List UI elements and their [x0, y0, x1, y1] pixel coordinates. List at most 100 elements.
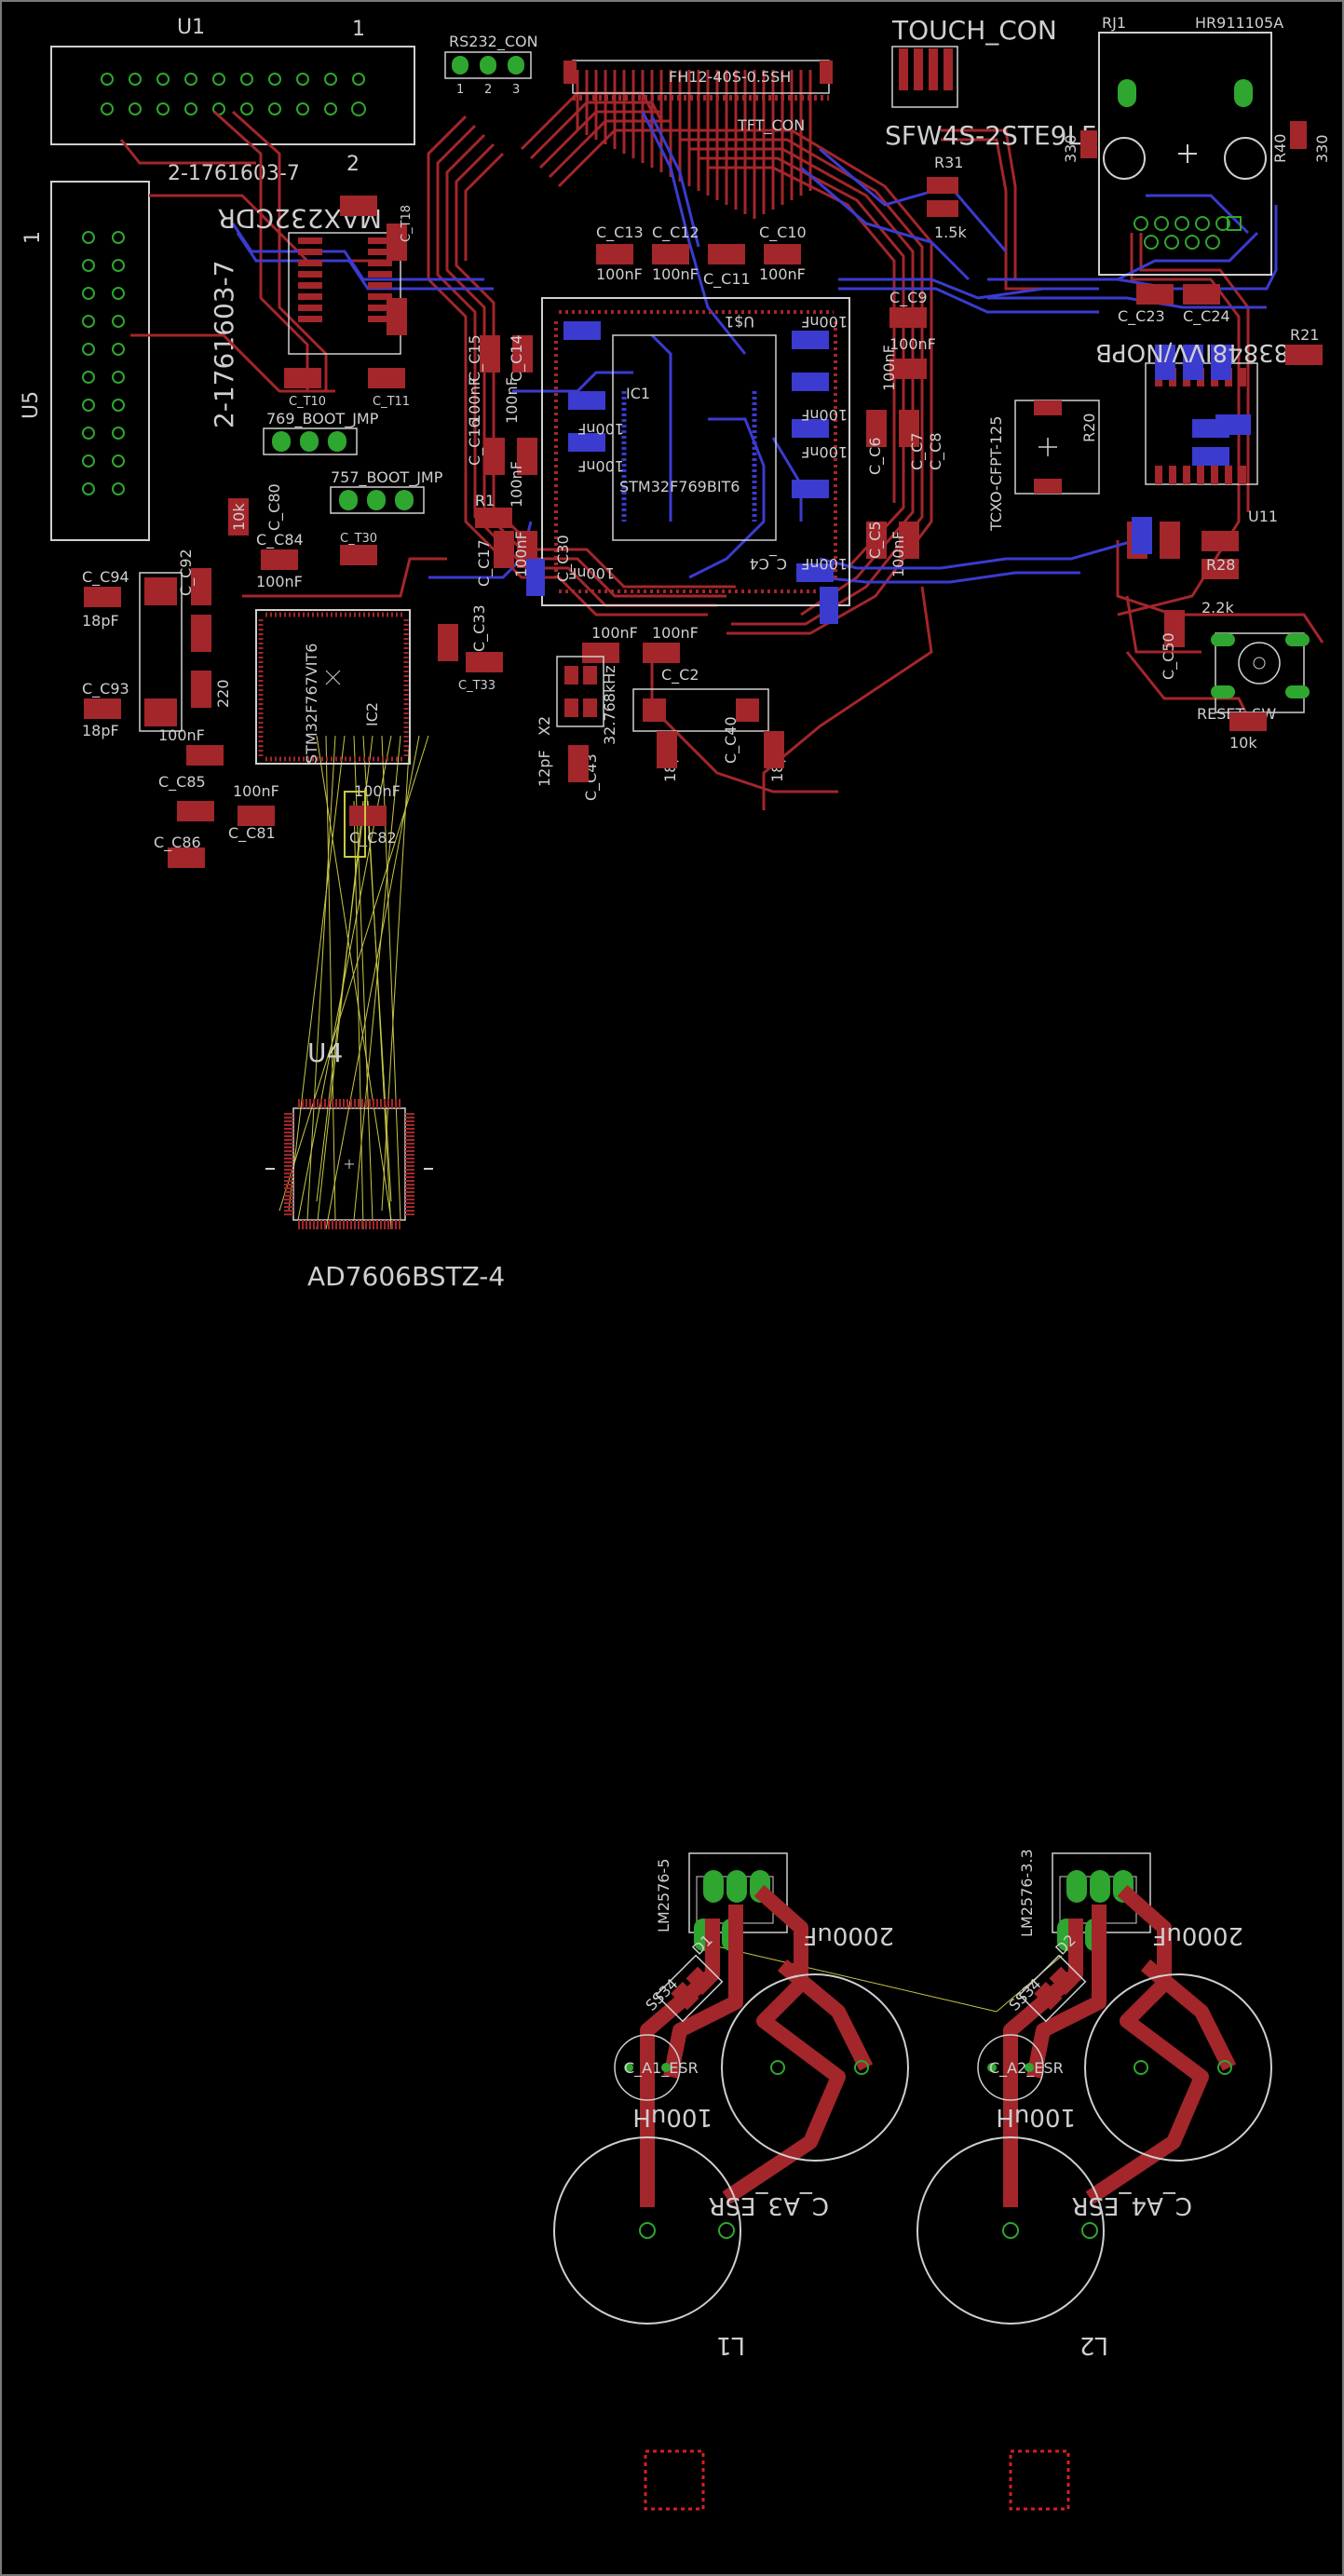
l1-inductor[interactable]	[553, 2136, 741, 2325]
c-a1-esr-cap[interactable]	[614, 2034, 681, 2101]
c-t30-label: C_T30	[340, 532, 377, 546]
x2-crystal[interactable]	[556, 656, 604, 727]
max232-ic[interactable]	[288, 232, 401, 355]
svg-text:100nF: 100nF	[889, 531, 907, 577]
c-c84-value: 100nF	[256, 573, 303, 590]
max232-caps[interactable]	[284, 196, 407, 388]
boot-caps[interactable]	[340, 508, 512, 565]
boot-757-label: 757_BOOT_JMP	[331, 468, 443, 487]
c-a3-esr-cap[interactable]	[721, 1973, 909, 2162]
svg-text:100nF: 100nF	[801, 555, 848, 573]
r40-name: R40	[1271, 134, 1289, 163]
c-a1-label: C_A1_ESR	[624, 2059, 699, 2078]
d2-diode[interactable]	[1018, 1954, 1087, 2023]
boot-757-jumper[interactable]	[330, 486, 425, 514]
ic2-label: IC2	[363, 702, 381, 726]
c-c92-label: C_C92	[177, 549, 196, 596]
c-a4-label: C_A4_ESR	[1072, 2191, 1192, 2219]
c-t11-label: C_T11	[373, 395, 410, 409]
stm32f767-mcu[interactable]	[255, 609, 411, 765]
svg-text:100nF: 100nF	[652, 624, 699, 642]
r39-resistor[interactable]	[1080, 130, 1097, 158]
c-c15-label: C_C15	[466, 334, 484, 382]
c-c16-label: C_C16	[466, 418, 484, 466]
xtal-label: 32.768kHz	[601, 665, 618, 745]
r1-label: R1	[475, 492, 495, 509]
c-t10-label: C_T10	[289, 395, 326, 409]
rj45-connector[interactable]	[1098, 32, 1272, 276]
cap-100uh-1-label: 100uH	[632, 2103, 713, 2131]
crystal-y1[interactable]	[139, 572, 183, 732]
u11-label: U11	[1248, 508, 1278, 525]
u1-header[interactable]	[50, 46, 415, 145]
stm32f769-mcu[interactable]	[541, 297, 850, 606]
c-c85-label: C_C85	[158, 773, 206, 792]
tft-con-label: TFT_CON	[737, 116, 805, 135]
u5-pin1-label: 1	[21, 231, 45, 244]
dp83848-phy[interactable]	[1145, 345, 1258, 485]
r-10k-value: 10k	[230, 503, 248, 531]
r40-resistor[interactable]	[1290, 121, 1307, 149]
svg-text:100nF: 100nF	[577, 420, 624, 438]
lm2576-33-label: LM2576-3.3	[1018, 1849, 1036, 1937]
svg-text:100nF: 100nF	[801, 313, 848, 331]
u1-ref-label: U$1	[725, 313, 754, 331]
d1-diode[interactable]	[655, 1954, 724, 2023]
tft-connector[interactable]	[563, 60, 833, 101]
tcxo-label: TCXO-CFPT-125	[987, 416, 1005, 532]
c-c8-label: C_C8	[927, 432, 945, 470]
svg-text:100nF: 100nF	[801, 443, 848, 461]
ad7606-adc[interactable]	[265, 1099, 433, 1229]
r28-label: R28	[1206, 556, 1235, 574]
r21-resistor[interactable]	[1285, 345, 1323, 365]
c-a4-esr-cap[interactable]	[1084, 1973, 1272, 2162]
c-c93-value: 18pF	[82, 722, 119, 739]
u1-pin2-label: 2	[346, 153, 360, 176]
bottom-copper-traces	[231, 111, 1278, 584]
c-c13-label: C_C13	[596, 224, 644, 242]
rj1-label: RJ1	[1102, 14, 1126, 32]
c-c80-label: C_C80	[265, 483, 284, 531]
mcu-decoupling-caps[interactable]	[480, 244, 927, 663]
c-c9-label: C_C9	[889, 289, 928, 307]
c-c10-label: C_C10	[759, 224, 807, 242]
mcu2-bottom-caps[interactable]	[344, 652, 503, 858]
boot-769-jumper[interactable]	[263, 427, 358, 455]
r31-value: 1.5k	[934, 224, 967, 241]
c-t18-label: C_T18	[400, 205, 414, 242]
rtc-caps[interactable]	[568, 731, 784, 782]
fh12-label: FH12-40S-0.5SH	[669, 68, 791, 86]
mcu2-cap-value-1: 100nF	[233, 782, 279, 800]
c-a2-esr-cap[interactable]	[977, 2034, 1044, 2101]
reset-switch[interactable]	[1211, 632, 1310, 713]
mcu2-caps[interactable]	[84, 498, 458, 868]
rs232-pin3: 3	[512, 83, 520, 97]
r28-value: 2.2k	[1201, 599, 1234, 617]
lm2576-5-label: LM2576-5	[655, 1859, 672, 1932]
svg-text:100nF: 100nF	[591, 624, 638, 642]
boot-769-label: 769_BOOT_JMP	[266, 410, 379, 428]
ad7606-label: AD7606BSTZ-4	[307, 1261, 505, 1292]
c-c33-label: C_C33	[470, 604, 489, 652]
c-a2-label: C_A2_ESR	[989, 2059, 1064, 2078]
phy-caps[interactable]	[1127, 284, 1251, 647]
r31-resistor[interactable]	[927, 177, 958, 217]
rs232-connector[interactable]	[444, 51, 532, 79]
x2-label: X2	[536, 716, 553, 736]
l2-inductor[interactable]	[916, 2136, 1105, 2325]
rtc-crystal[interactable]	[632, 688, 769, 732]
ic1-label: IC1	[626, 385, 650, 402]
touch-connector[interactable]	[891, 46, 958, 108]
svg-text:100nF: 100nF	[801, 406, 848, 424]
u1-pin1-label: 1	[352, 18, 365, 41]
tcxo-oscillator[interactable]	[1014, 400, 1100, 495]
crystal-pad2	[144, 698, 177, 726]
u5-header[interactable]	[50, 181, 150, 541]
reset-resistor[interactable]	[1229, 712, 1267, 731]
c-t33-label: C_T33	[458, 679, 496, 693]
c-c81-label: C_C81	[228, 824, 276, 843]
svg-text:100nF: 100nF	[512, 531, 530, 577]
r39-value: 330	[1062, 134, 1079, 163]
